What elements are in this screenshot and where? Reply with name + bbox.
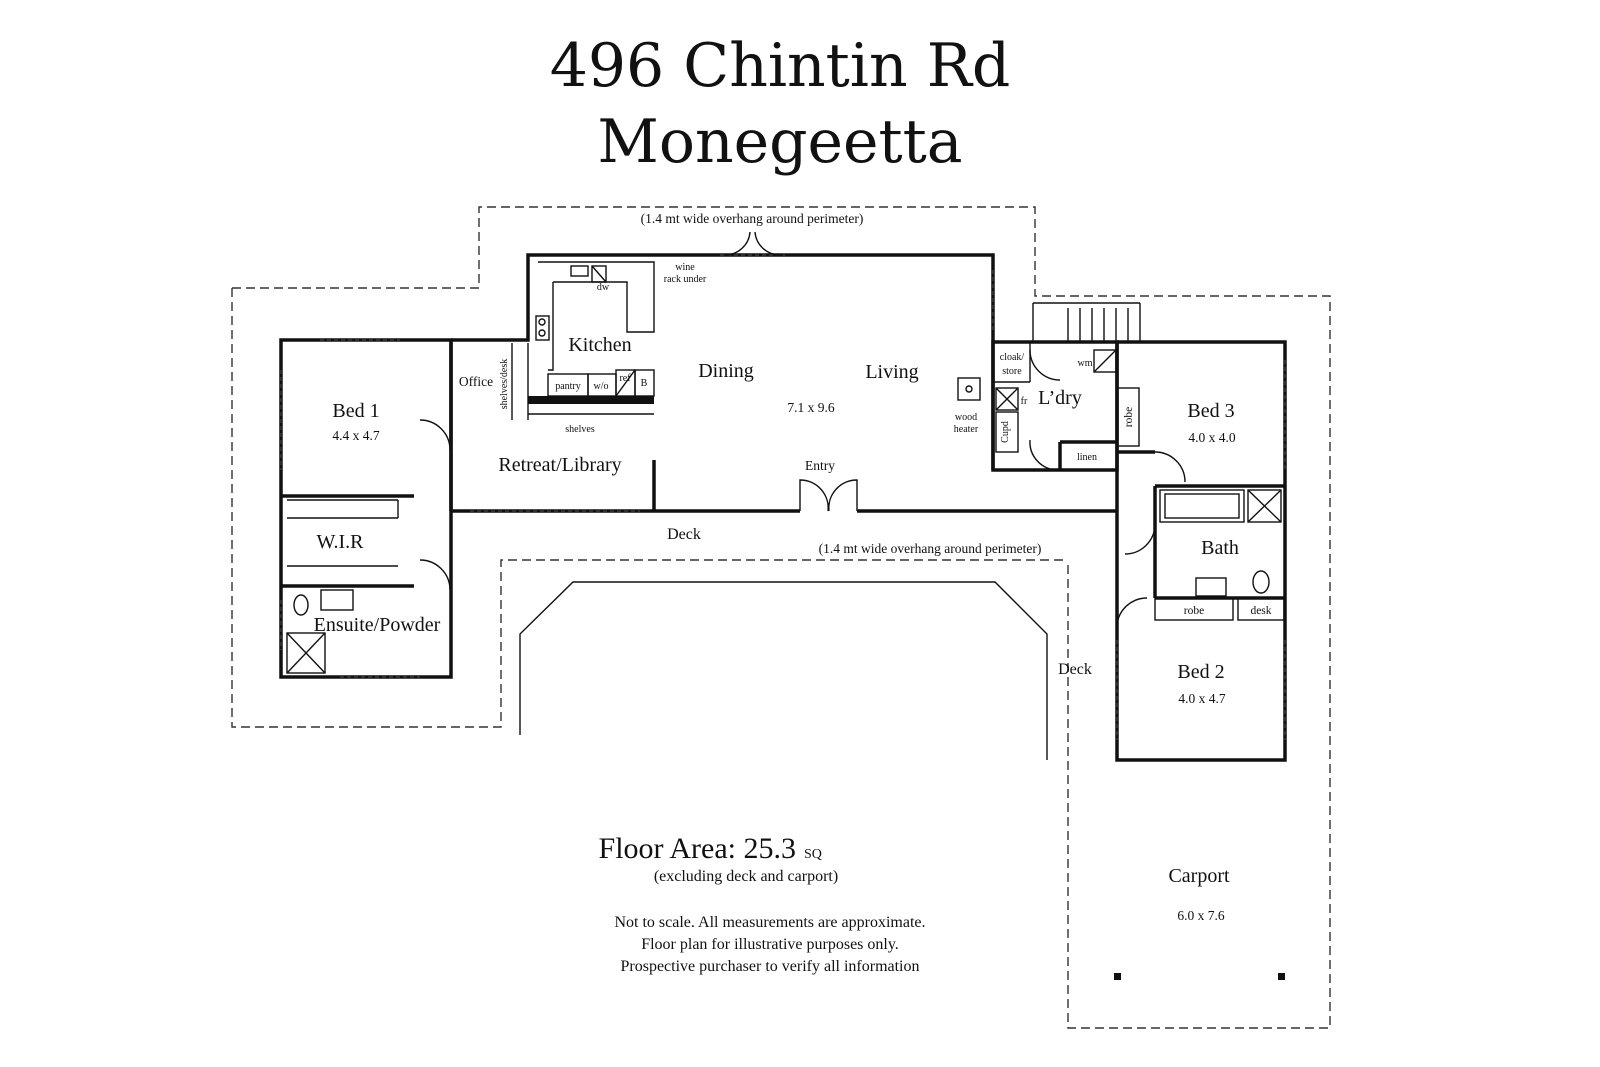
wo-label: w/o bbox=[594, 381, 609, 392]
shelves-desk-label: shelves/desk bbox=[499, 359, 510, 410]
disclaimer-line-3: Prospective purchaser to verify all info… bbox=[620, 958, 919, 975]
overhang-note-mid: (1.4 mt wide overhang around perimeter) bbox=[819, 541, 1042, 556]
floor-area-note: (excluding deck and carport) bbox=[654, 868, 838, 885]
linen-label: linen bbox=[1077, 452, 1097, 463]
bed1-size: 4.4 x 4.7 bbox=[332, 428, 380, 443]
living-size: 7.1 x 9.6 bbox=[787, 400, 835, 415]
carport-size: 6.0 x 7.6 bbox=[1177, 908, 1225, 923]
laundry-walls bbox=[991, 302, 1141, 472]
laundry-label: L’dry bbox=[1038, 387, 1082, 409]
disclaimer-line-1: Not to scale. All measurements are appro… bbox=[614, 914, 925, 931]
floor-area-unit: SQ bbox=[804, 847, 822, 862]
bed1-label: Bed 1 bbox=[332, 400, 379, 422]
wm-label: wm bbox=[1078, 358, 1093, 369]
carport-post bbox=[1114, 973, 1121, 980]
bed2-label: Bed 2 bbox=[1177, 661, 1224, 683]
address-line-2: Monegeetta bbox=[597, 107, 963, 177]
deck-inner-outline bbox=[519, 581, 1048, 760]
wood-heater-label-1: wood bbox=[955, 412, 977, 423]
carport-post bbox=[1278, 973, 1285, 980]
desk-label: desk bbox=[1250, 605, 1271, 617]
wine-label-1: wine bbox=[675, 262, 695, 273]
b-label: B bbox=[641, 378, 648, 389]
overhang-outline bbox=[231, 206, 1331, 1029]
east-wing-walls bbox=[1115, 340, 1287, 762]
fridge-label: ref bbox=[619, 373, 631, 384]
bed3-size: 4.0 x 4.0 bbox=[1188, 430, 1236, 445]
retreat-label: Retreat/Library bbox=[498, 454, 621, 476]
robe3-label: robe bbox=[1123, 407, 1135, 427]
deck-north-label: Deck bbox=[667, 526, 701, 543]
bed2-size: 4.0 x 4.7 bbox=[1178, 691, 1226, 706]
window-marks bbox=[280, 270, 1286, 740]
office-label: Office bbox=[459, 374, 493, 389]
fr-label: fr bbox=[1021, 396, 1028, 407]
disclaimer-line-2: Floor plan for illustrative purposes onl… bbox=[641, 936, 899, 953]
robe2-label: robe bbox=[1184, 605, 1204, 617]
deck-east-label: Deck bbox=[1058, 661, 1092, 678]
cloak-label-1: cloak/ bbox=[1000, 352, 1025, 363]
dw-label: dw bbox=[597, 282, 610, 293]
kitchen-label: Kitchen bbox=[568, 334, 631, 356]
wir-label: W.I.R bbox=[316, 531, 364, 553]
ensuite-label: Ensuite/Powder bbox=[314, 614, 441, 636]
wood-heater-label-2: heater bbox=[954, 424, 979, 435]
overhang-note-top: (1.4 mt wide overhang around perimeter) bbox=[641, 211, 864, 226]
bath-label: Bath bbox=[1201, 537, 1239, 559]
bed3-label: Bed 3 bbox=[1187, 400, 1234, 422]
cloak-label-2: store bbox=[1002, 366, 1022, 377]
entry-label: Entry bbox=[805, 458, 835, 473]
pantry-label: pantry bbox=[555, 381, 581, 392]
wine-label-2: rack under bbox=[664, 274, 707, 285]
floor-area-label: Floor Area: 25.3 bbox=[599, 832, 796, 865]
shelves-label: shelves bbox=[565, 424, 595, 435]
address-line-1: 496 Chintin Rd bbox=[549, 31, 1011, 101]
cupd-label: Cupd bbox=[1000, 421, 1011, 443]
carport-label: Carport bbox=[1168, 865, 1230, 887]
living-label: Living bbox=[865, 361, 918, 383]
dining-label: Dining bbox=[698, 360, 754, 382]
